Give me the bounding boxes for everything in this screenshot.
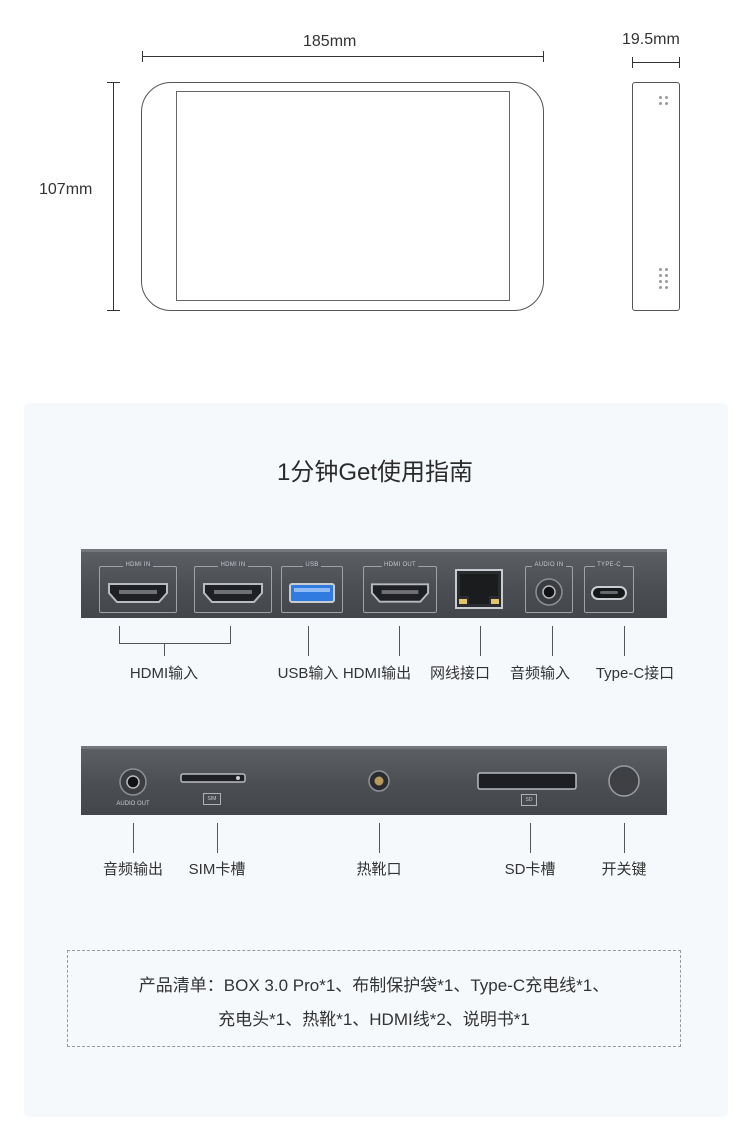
sd-label: SD卡槽 <box>504 861 556 878</box>
guide-title: 1分钟Get使用指南 <box>276 459 474 486</box>
hdmi-in-callout-left <box>119 626 120 643</box>
top-port-panel: HDMI IN HDMI IN USB HDMI OUT <box>81 549 667 618</box>
sd-callout <box>530 823 531 853</box>
sim-label: SIM卡槽 <box>188 861 246 878</box>
width-dimension-label: 185mm <box>303 33 357 50</box>
height-dimension-line <box>113 82 114 311</box>
depth-dimension-line <box>632 62 680 63</box>
power-label: 开关键 <box>601 861 647 878</box>
width-dimension-tick-right <box>543 51 544 62</box>
audio-out-callout <box>133 823 134 853</box>
package-list-box <box>67 950 681 1047</box>
hdmi-in-2-frame: HDMI IN <box>194 562 272 613</box>
audio-out-label: 音频输出 <box>102 861 163 878</box>
usb-label: USB输入 <box>277 665 339 682</box>
width-dimension-tick-left <box>142 51 143 62</box>
panel-top-edge <box>81 746 667 749</box>
hdmi-port-icon <box>370 583 430 603</box>
depth-dimension-tick-left <box>632 57 633 68</box>
hdmi-port-icon <box>108 583 168 603</box>
device-screen-outline <box>176 91 510 301</box>
audio-out-marking: AUDIO OUT <box>116 801 150 807</box>
ethernet-label: 网线接口 <box>429 665 490 682</box>
height-dimension-tick-top <box>107 82 120 83</box>
type-c-frame: TYPE-C <box>584 562 634 613</box>
hdmi-out-label: HDMI输出 <box>342 665 412 682</box>
power-callout <box>624 823 625 853</box>
hdmi-out-frame: HDMI OUT <box>363 562 437 613</box>
audio-out-jack-icon <box>119 768 147 796</box>
type-c-port-icon <box>591 586 627 600</box>
hdmi-in-2-marking: HDMI IN <box>218 562 248 568</box>
power-button-icon <box>608 765 640 797</box>
hot-shoe-callout <box>379 823 380 853</box>
package-list-line-2: 充电头*1、热靴*1、HDMI线*2、说明书*1 <box>218 1010 530 1029</box>
hdmi-port-icon <box>203 583 263 603</box>
bottom-port-panel: AUDIO OUT SIM SD <box>81 746 667 815</box>
hdmi-in-label: HDMI输入 <box>129 665 199 682</box>
height-dimension-tick-bottom <box>107 310 120 311</box>
audio-in-frame: AUDIO IN <box>525 562 573 613</box>
usb-frame: USB <box>281 562 343 613</box>
width-dimension-line <box>142 56 544 57</box>
hdmi-in-bracket <box>119 643 231 644</box>
sd-slot-icon <box>477 772 577 790</box>
hdmi-in-1-frame: HDMI IN <box>99 562 177 613</box>
type-c-callout <box>624 626 625 656</box>
sd-marking: SD <box>521 794 537 806</box>
depth-dimension-label: 19.5mm <box>622 31 680 48</box>
type-c-marking: TYPE-C <box>595 562 623 568</box>
panel-top-edge <box>81 549 667 552</box>
hdmi-in-callout-stem <box>164 643 165 656</box>
usb-callout <box>308 626 309 656</box>
package-list-line-1: 产品清单：BOX 3.0 Pro*1、布制保护袋*1、Type-C充电线*1、 <box>138 976 610 995</box>
hdmi-in-1-marking: HDMI IN <box>123 562 153 568</box>
ethernet-port-icon <box>455 569 503 609</box>
hdmi-in-callout-right <box>230 626 231 643</box>
hot-shoe-label: 热靴口 <box>356 861 402 878</box>
sim-slot-icon <box>180 773 246 783</box>
audio-in-marking: AUDIO IN <box>532 562 566 568</box>
audio-jack-icon <box>535 578 563 606</box>
height-dimension-label: 107mm <box>39 181 93 198</box>
usb-port-icon <box>289 583 335 603</box>
sim-callout <box>217 823 218 853</box>
depth-dimension-tick-right <box>679 57 680 68</box>
hdmi-out-marking: HDMI OUT <box>381 562 419 568</box>
hot-shoe-icon <box>368 770 390 792</box>
ethernet-callout <box>480 626 481 656</box>
audio-in-label: 音频输入 <box>509 665 570 682</box>
audio-in-callout <box>552 626 553 656</box>
type-c-label: Type-C接口 <box>595 665 675 682</box>
sim-marking: SIM <box>203 793 221 805</box>
usb-marking: USB <box>303 562 321 568</box>
hdmi-out-callout <box>399 626 400 656</box>
device-side-outline <box>632 82 680 311</box>
